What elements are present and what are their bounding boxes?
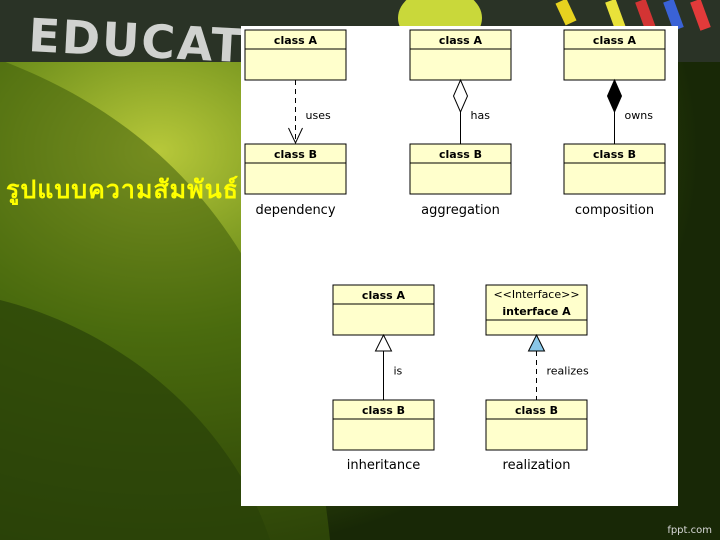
class-box-top bbox=[485, 284, 588, 336]
uml-relationships-diagram: uses dependency class A class B has aggregati… bbox=[244, 29, 666, 473]
realization-diagram: realizes realization bbox=[485, 284, 589, 473]
relationship-caption: aggregation bbox=[421, 203, 500, 218]
relationship-label: is bbox=[394, 365, 403, 378]
class-name-bottom: class B bbox=[362, 404, 405, 417]
class-name-top: class A bbox=[593, 34, 637, 47]
hollow-diamond-marker bbox=[452, 78, 469, 114]
relationship-label: has bbox=[471, 109, 491, 122]
relationship-caption: dependency bbox=[255, 203, 335, 218]
class-box-top bbox=[409, 29, 512, 81]
relationship-label: realizes bbox=[547, 365, 589, 378]
chalkboard-header-text: EDUCAT bbox=[27, 8, 246, 74]
footer-watermark: fppt.com bbox=[667, 525, 712, 536]
class-name-top: interface A bbox=[502, 305, 571, 318]
slide-title: รูปแบบความสัมพันธ์ bbox=[6, 175, 239, 204]
class-box-bottom bbox=[409, 143, 512, 195]
class-name-top: class A bbox=[439, 34, 483, 47]
open-arrowhead bbox=[288, 127, 303, 145]
blue-triangle-marker bbox=[527, 333, 546, 352]
uml-diagram-panel: uses dependency class A class B has aggregati… bbox=[241, 26, 678, 506]
relationship-caption: composition bbox=[575, 203, 654, 218]
class-name-bottom: class B bbox=[593, 148, 636, 161]
inheritance-diagram: is inheritance bbox=[332, 284, 435, 473]
interface-stereotype: <<Interface>> bbox=[493, 288, 579, 301]
class-box-top bbox=[244, 29, 347, 81]
relationship-label: uses bbox=[306, 109, 331, 122]
class-name-bottom: class B bbox=[515, 404, 558, 417]
relationship-label: owns bbox=[625, 109, 654, 122]
aggregation-diagram: has aggregation bbox=[409, 29, 512, 218]
class-box-top bbox=[332, 284, 435, 336]
class-name-bottom: class B bbox=[439, 148, 482, 161]
class-name-top: class A bbox=[362, 289, 406, 302]
relationship-caption: realization bbox=[503, 458, 571, 473]
class-box-top bbox=[563, 29, 666, 81]
dependency-diagram: uses dependency bbox=[244, 29, 347, 218]
class-name-bottom: class B bbox=[274, 148, 317, 161]
class-box-bottom bbox=[485, 399, 588, 451]
composition-diagram: owns composition bbox=[563, 29, 666, 218]
relationship-caption: inheritance bbox=[347, 458, 421, 473]
class-box-bottom bbox=[563, 143, 666, 195]
class-name-top: class A bbox=[274, 34, 318, 47]
hollow-triangle-marker bbox=[374, 333, 393, 352]
filled-diamond-marker bbox=[606, 78, 623, 114]
